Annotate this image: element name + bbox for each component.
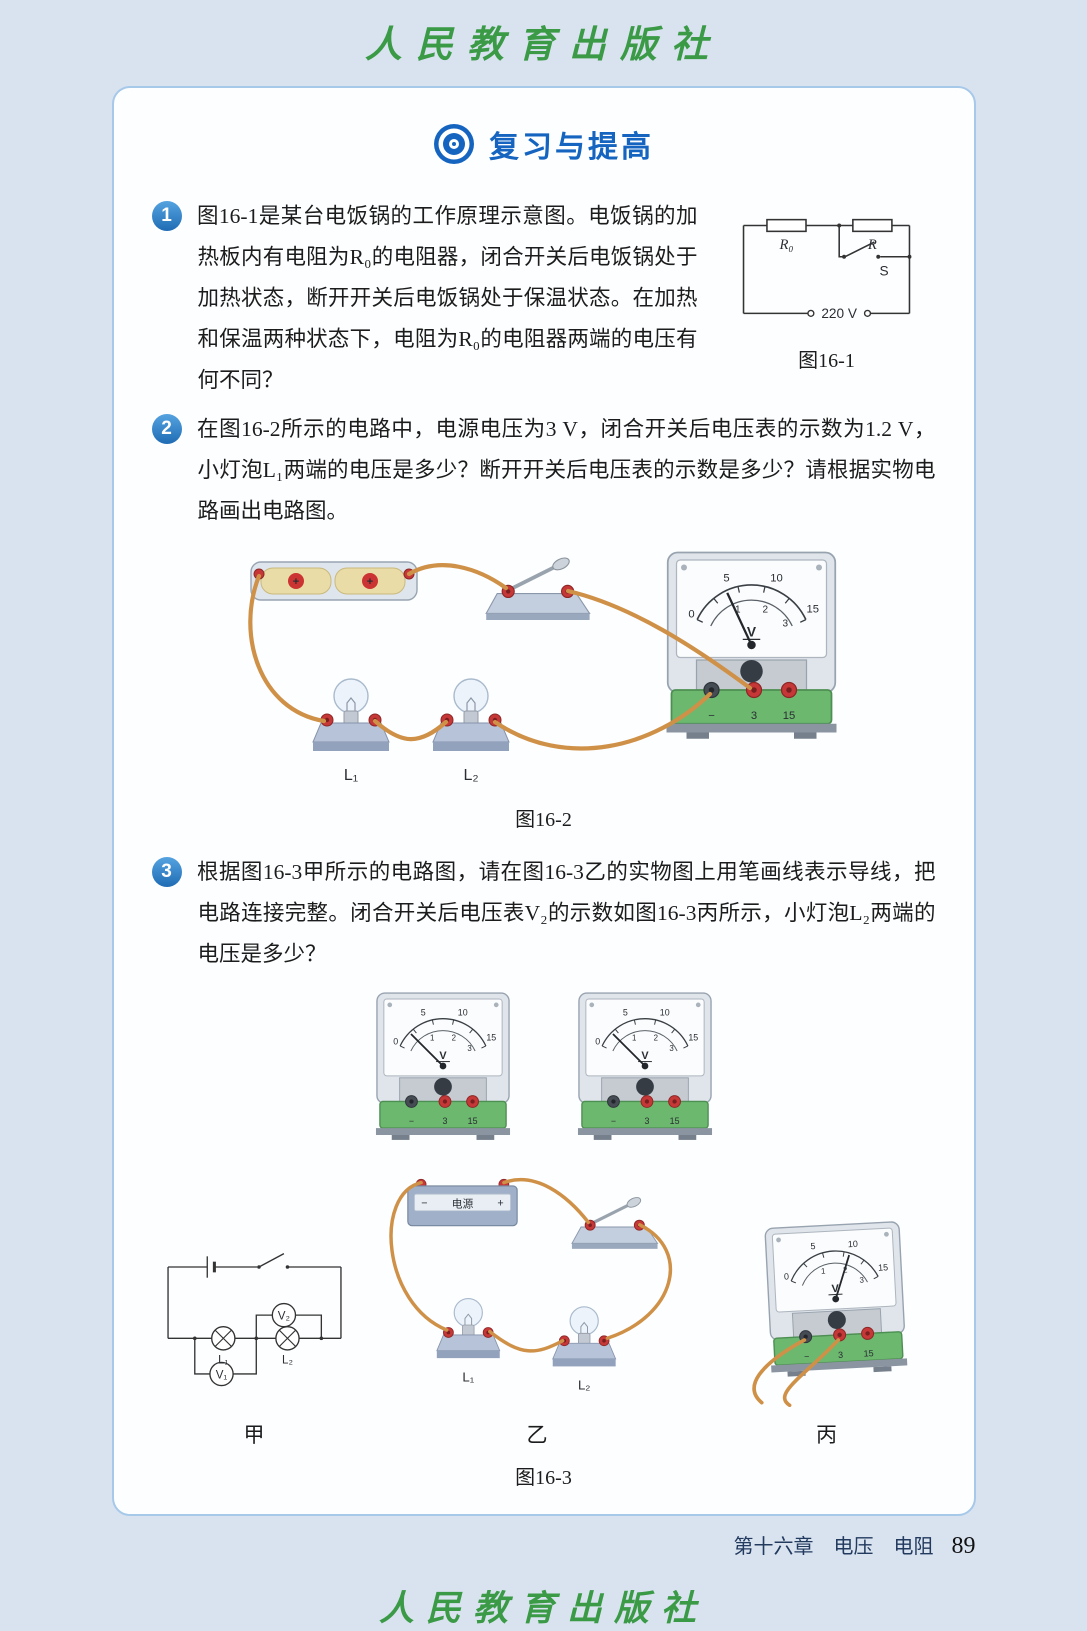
voltmeter-v2-symbol-label: V₂ <box>277 1311 289 1323</box>
bulb-l1-label: L₁ <box>343 767 357 784</box>
knife-switch <box>483 553 592 622</box>
figure-16-3-jia-label: 甲 <box>243 1423 265 1447</box>
voltmeter <box>374 992 511 1141</box>
figure-16-2-caption: 图16-2 <box>515 809 572 831</box>
voltmeter-bing <box>751 1220 908 1407</box>
publisher-banner-bottom: 人民教育出版社 <box>378 1589 708 1628</box>
page-footer: 第十六章 电压 电阻 89 <box>112 1530 976 1560</box>
knife-switch <box>570 1193 660 1251</box>
resistor-r-label: R <box>867 237 877 253</box>
lamp-symbol-l1 <box>210 1326 236 1351</box>
figure-16-3-bing-column: 丙 <box>718 1220 936 1449</box>
page-content-card: 复习与提高 <box>111 86 976 1516</box>
figure-16-3-voltmeters <box>152 991 936 1141</box>
figure-16-3-caption: 图16-3 <box>515 1467 572 1489</box>
battery-pack <box>249 561 418 601</box>
figure-16-3-bing-label: 丙 <box>816 1423 837 1447</box>
section-title: 复习与提高 <box>489 131 654 164</box>
figure-16-3: V₂ V₁ L₁ L₂ 甲 <box>152 991 936 1490</box>
problem-1-number-badge: 1 <box>151 201 182 231</box>
voltmeter <box>576 992 713 1141</box>
circuit-wires <box>247 563 752 751</box>
lamp-l2-label: L₂ <box>282 1354 293 1366</box>
figure-16-2: L₁ L₂ 图16-2 <box>152 542 936 832</box>
source-voltage-label: 220 V <box>821 306 858 321</box>
figure-16-3-yi-label: 乙 <box>526 1423 548 1447</box>
problem-3-text: 根据图16-3甲所示的电路图，请在图16-3乙的实物图上用笔画线表示导线，把电路… <box>196 860 936 966</box>
figure-16-1-circuit: R₀ R S 220 V <box>742 218 912 321</box>
bulb-l1-label: L₁ <box>462 1369 474 1384</box>
figure-16-2-illustration: L₁ L₂ <box>247 551 837 784</box>
problems-1-2-block: R₀ R S 220 V 图16-1 1 图16-1是某台电饭锅的工作原理示意图。… <box>151 196 936 532</box>
figure-16-3-bottom-row: V₂ V₁ L₁ L₂ 甲 <box>152 1171 936 1449</box>
problem-3-number-badge: 3 <box>151 857 182 887</box>
voltmeter <box>762 1220 908 1379</box>
bulb-l2 <box>552 1306 617 1367</box>
problem-2: 2 在图16-2所示的电路中，电源电压为3 V，闭合开关后电压表的示数为1.2 V… <box>151 409 936 532</box>
lamp-symbol-l2 <box>274 1326 300 1351</box>
voltmeter <box>665 551 837 740</box>
circuit-wires <box>389 1177 673 1353</box>
bulb-l1 <box>311 678 390 752</box>
circuit-wires <box>751 1338 840 1407</box>
bulb-l2-label: L₂ <box>578 1378 591 1393</box>
figure-16-3-yi-column: L₁ L₂ 乙 <box>359 1171 715 1449</box>
physical-circuit-yi: L₁ L₂ <box>389 1177 673 1393</box>
bulb-l2-label: L₂ <box>463 767 478 784</box>
publisher-banner-top: 人民教育出版社 <box>365 25 722 66</box>
section-icon <box>434 124 474 164</box>
switch-s-label: S <box>880 263 889 278</box>
voltmeter-v1-symbol-label: V₁ <box>215 1369 227 1381</box>
circuit-diagram-jia: V₂ V₁ L₁ L₂ <box>166 1253 342 1387</box>
section-header: 复习与提高 <box>152 122 936 166</box>
resistor-r0-label: R₀ <box>778 237 793 253</box>
chapter-title: 第十六章 电压 电阻 <box>733 1536 934 1558</box>
problem-1-text: 图16-1是某台电饭锅的工作原理示意图。电饭锅的加热板内有电阻为R₀的电阻器，闭… <box>196 204 698 392</box>
problem-2-text: 在图16-2所示的电路中，电源电压为3 V，闭合开关后电压表的示数为1.2 V，… <box>196 417 936 523</box>
bulb-l2 <box>431 678 510 752</box>
problem-1: 1 图16-1是某台电饭锅的工作原理示意图。电饭锅的加热板内有电阻为R₀的电阻器，… <box>151 196 936 401</box>
figure-16-1-caption: 图16-1 <box>798 350 855 372</box>
page-number: 89 <box>951 1533 976 1559</box>
figure-16-3-jia-column: V₂ V₁ L₁ L₂ 甲 <box>152 1242 357 1449</box>
power-supply <box>407 1178 518 1227</box>
lamp-l1-label: L₁ <box>218 1354 228 1366</box>
problem-2-number-badge: 2 <box>151 414 182 444</box>
problem-3: 3 根据图16-3甲所示的电路图，请在图16-3乙的实物图上用笔画线表示导线，把电… <box>151 852 936 975</box>
figure-16-1: R₀ R S 220 V 图16-1 <box>718 198 936 373</box>
